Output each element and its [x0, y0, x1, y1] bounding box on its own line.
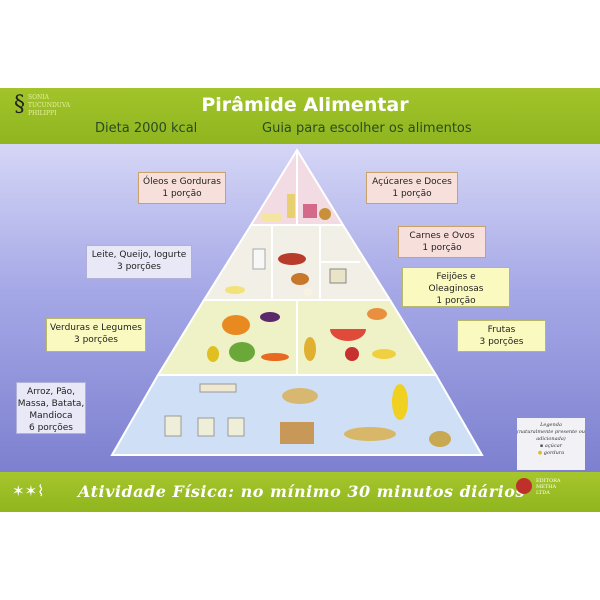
- poster-footer: ✶✶⌇ Atividade Física: no mínimo 30 minut…: [0, 472, 600, 512]
- group-label-oils: Óleos e Gorduras 1 porção: [138, 172, 226, 204]
- cereal-bag-icon: [227, 417, 245, 437]
- publisher-line: LTDA: [536, 490, 550, 496]
- group-label-grains: Arroz, Pão, Massa, Batata, Mandioca 6 po…: [16, 382, 86, 434]
- group-label-sugars: Açúcares e Doces 1 porção: [366, 172, 458, 204]
- group-portions: 1 porção: [392, 189, 432, 199]
- bean-box-icon: [329, 268, 347, 284]
- flour-bag-icon: [197, 417, 215, 437]
- honey-icon: [319, 208, 331, 220]
- apple-icon: [345, 347, 359, 361]
- poster-header: § SONIA TUCUNDUVA PHILIPPI Pirâmide Alim…: [0, 88, 600, 144]
- publisher-emblem-icon: [516, 478, 532, 494]
- legend-subtitle: (naturalmente presente ou adicionada): [517, 429, 585, 442]
- pyramid: [110, 148, 484, 456]
- meat-icon: [278, 253, 306, 265]
- group-name: Leite, Queijo, Iogurte: [91, 250, 187, 260]
- caduceus-icon: §: [14, 92, 25, 117]
- group-portions: 3 porções: [117, 262, 161, 272]
- group-portions: 1 porção: [422, 243, 462, 253]
- group-portions: 1 porção: [162, 189, 202, 199]
- rice-bag-icon: [164, 415, 182, 437]
- pumpkin-icon: [222, 315, 250, 335]
- author-line: SONIA: [28, 94, 49, 101]
- author-logo: § SONIA TUCUNDUVA PHILIPPI: [14, 94, 70, 118]
- group-name: Açúcares e Doces: [372, 177, 452, 187]
- poster-title: Pirâmide Alimentar: [201, 94, 409, 116]
- chicken-icon: [291, 273, 309, 285]
- group-label-vegetables: Verduras e Legumes 3 porções: [46, 318, 146, 352]
- potato-icon: [429, 431, 451, 447]
- publisher-line: METHA: [536, 484, 557, 490]
- group-name: Carnes e Ovos: [409, 231, 475, 241]
- egg-icon: [303, 288, 313, 296]
- bread-icon: [280, 422, 314, 444]
- candy-icon: [303, 204, 317, 218]
- oil-bottle-icon: [287, 194, 295, 218]
- group-label-meat: Carnes e Ovos 1 porção: [398, 226, 486, 258]
- publisher-line: EDITORA: [536, 478, 561, 484]
- legend-sugar: açúcar: [544, 443, 563, 449]
- group-name: Verduras e Legumes: [50, 323, 142, 333]
- physical-activity-text: Atividade Física: no mínimo 30 minutos d…: [78, 482, 525, 501]
- diet-subtitle: Dieta 2000 kcal: [95, 121, 198, 136]
- group-portions: 3 porções: [479, 337, 524, 347]
- legend-title: Legenda: [540, 422, 562, 428]
- author-line: TUCUNDUVA: [28, 102, 71, 109]
- group-portions: 6 porções: [29, 423, 73, 433]
- group-name: Arroz, Pão, Massa, Batata, Mandioca: [17, 387, 85, 421]
- group-name: Feijões e Oleaginosas: [428, 272, 484, 294]
- group-label-beans: Feijões e Oleaginosas 1 porção: [402, 267, 510, 307]
- pineapple-icon: [304, 337, 316, 361]
- group-portions: 3 porções: [74, 335, 118, 345]
- lettuce-icon: [229, 342, 255, 362]
- watermelon-icon: [330, 329, 366, 341]
- group-name: Frutas: [487, 325, 516, 335]
- eggplant-icon: [260, 312, 280, 322]
- cassava-icon: [344, 427, 396, 441]
- roll-icon: [282, 388, 318, 404]
- exercising-people-icon: ✶✶⌇: [12, 482, 45, 500]
- group-label-fruits: Frutas 3 porções: [457, 320, 546, 352]
- legend-fat: gordura: [543, 450, 565, 456]
- group-portions: 1 porção: [436, 296, 476, 306]
- food-illustrations: [164, 194, 451, 447]
- corn-icon: [392, 384, 408, 420]
- carrot-icon: [261, 353, 289, 361]
- sugar-icon: ▪: [539, 443, 544, 449]
- group-name: Óleos e Gorduras: [143, 177, 221, 187]
- guide-subtitle: Guia para escolher os alimentos: [262, 121, 472, 136]
- pasta-box-icon: [199, 383, 237, 393]
- group-label-dairy: Leite, Queijo, Iogurte 3 porções: [86, 245, 192, 279]
- fat-drop-icon: ●: [537, 450, 543, 456]
- butter-icon: [262, 214, 282, 221]
- author-line: PHILIPPI: [28, 110, 57, 117]
- food-pyramid-poster: § SONIA TUCUNDUVA PHILIPPI Pirâmide Alim…: [0, 88, 600, 512]
- banana-icon: [372, 349, 396, 359]
- pepper-icon: [207, 346, 219, 362]
- milk-carton-icon: [252, 248, 266, 270]
- legend: Legenda (naturalmente presente ou adicio…: [517, 418, 585, 470]
- publisher-logo: EDITORA METHA LTDA: [516, 476, 594, 508]
- papaya-icon: [367, 308, 387, 320]
- cheese-icon: [225, 286, 245, 294]
- poster-body: Óleos e Gorduras 1 porção Açúcares e Doc…: [0, 144, 600, 472]
